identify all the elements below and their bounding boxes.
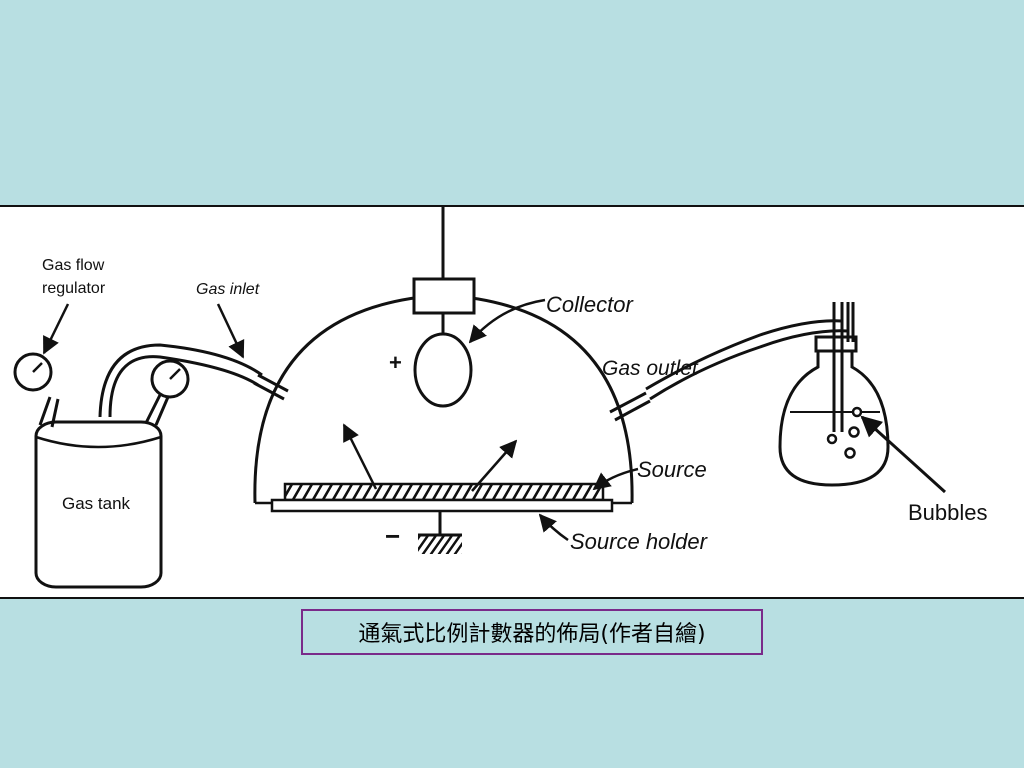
caption-text: 通氣式比例計數器的佈局(作者自繪) (358, 622, 706, 647)
positive-sign: + (389, 350, 402, 375)
collector-label: Collector (546, 292, 634, 317)
source-label: Source (637, 457, 707, 482)
gas-tank-label: Gas tank (62, 494, 131, 513)
gas-inlet-label: Gas inlet (196, 281, 260, 298)
regulator-pointer-arrow (42, 303, 70, 355)
gas-outlet-hose-outer (649, 329, 849, 401)
gas-supply-hose-inner (98, 343, 263, 418)
gas-inlet-pointer-arrow (216, 303, 245, 359)
radioactive-source (283, 482, 605, 502)
gas-supply-hose-outer (108, 355, 259, 418)
collector-pointer-arrow (468, 298, 546, 344)
regulator-gauge-left (13, 352, 60, 428)
radiation-track-right (471, 439, 518, 492)
radiation-track-left (342, 423, 378, 490)
source-holder (270, 498, 614, 513)
gas-tank (34, 420, 163, 589)
regulator-gauge-right (144, 359, 190, 426)
source-holder-label: Source holder (570, 529, 709, 554)
bubbles-label: Bubbles (908, 500, 988, 525)
gas-flow-regulator-label-1: Gas flow (42, 257, 105, 274)
ground-symbol (418, 511, 462, 554)
bubbles-pointer-arrow (860, 415, 947, 494)
gas-outlet-hose-inner (645, 319, 843, 391)
bubbler-flask (778, 302, 890, 487)
gas-flow-regulator-label-2: regulator (42, 280, 106, 297)
diagram-panel: Gas tank Gas flow regulator Gas inlet (0, 205, 1024, 599)
negative-sign: − (385, 521, 400, 551)
source-holder-pointer-arrow (538, 513, 569, 542)
proportional-counter-diagram: Gas tank Gas flow regulator Gas inlet (13, 207, 988, 589)
collector-electrode (412, 207, 476, 408)
figure-caption: 通氣式比例計數器的佈局(作者自繪) (301, 609, 763, 655)
source-pointer-arrow (592, 467, 639, 491)
bubbles (826, 406, 863, 459)
